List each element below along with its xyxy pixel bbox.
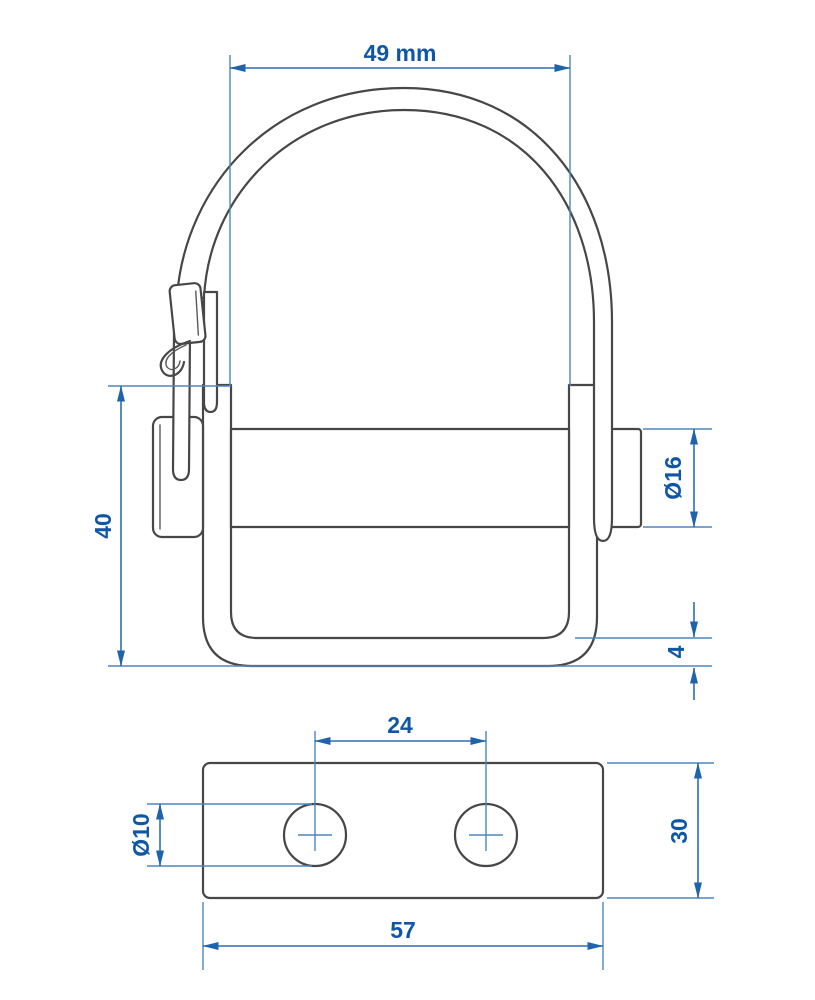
- mounting-plate: [201, 761, 605, 900]
- bottom-view-dimensions: 24 Ø10 30 57: [128, 712, 714, 970]
- dim-label-plate-depth: 30: [666, 818, 692, 844]
- latch-sleeve-group: [168, 282, 207, 346]
- bottom-view: [201, 761, 605, 900]
- latch-wire-loop-inner: [165, 344, 187, 371]
- front-view-dimensions: 49 mm 40 Ø16 4: [90, 40, 712, 700]
- dim-label-hole-spacing: 24: [387, 712, 413, 738]
- latch-sleeve: [168, 282, 207, 346]
- dim-label-plate-width: 57: [390, 917, 416, 943]
- pin-body: [229, 427, 571, 529]
- u-bracket-outline: [201, 383, 599, 668]
- bail-hoop: [175, 86, 614, 543]
- latch-wire-loop-outer: [159, 339, 192, 377]
- latch-sleeve-edge-line: [195, 290, 200, 336]
- dim-label-inner-width: 49 mm: [364, 40, 437, 66]
- front-view: [151, 86, 643, 668]
- dim-label-pin-diameter: Ø16: [660, 456, 686, 499]
- dim-label-hole-diameter: Ø10: [128, 813, 154, 856]
- dim-label-overall-height: 40: [90, 513, 116, 539]
- hoop-left-leg: [202, 290, 219, 414]
- dim-label-material-thickness: 4: [663, 645, 689, 658]
- latch-shaft: [171, 330, 192, 482]
